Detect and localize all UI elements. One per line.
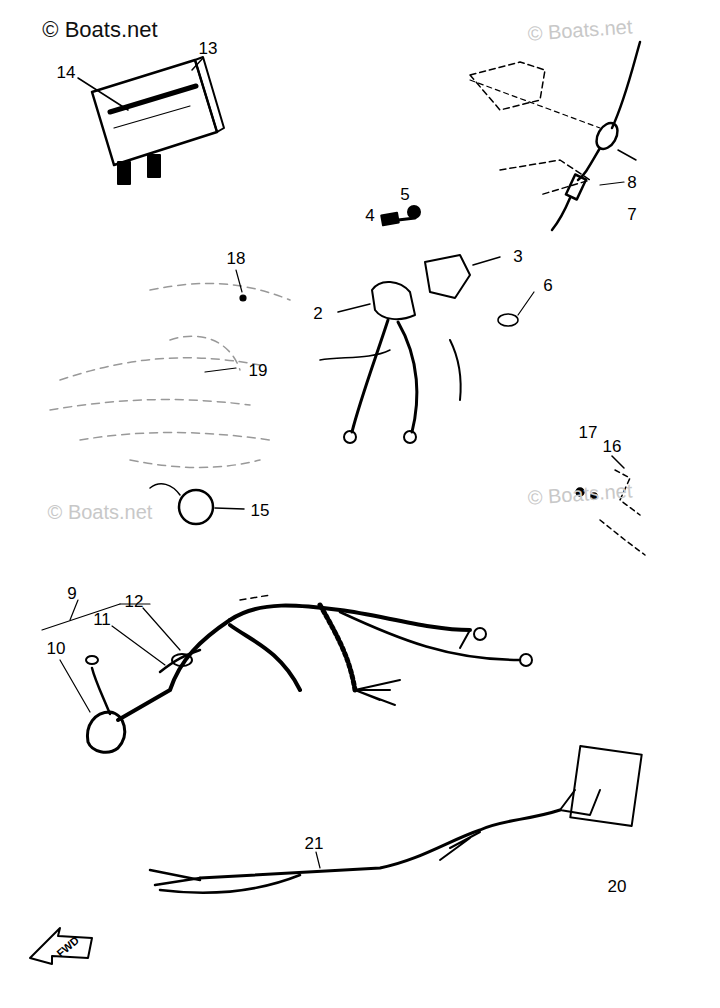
- grommet: [150, 484, 244, 524]
- callout-number: 10: [47, 640, 66, 657]
- direction-label: FWD: [55, 935, 81, 960]
- lead-wire: [150, 746, 642, 893]
- harness-leaders: [42, 600, 180, 712]
- callout-number: 3: [513, 248, 522, 265]
- callout-number: 21: [305, 835, 324, 852]
- callout-number: 12: [125, 593, 144, 610]
- callout-number: 6: [543, 277, 552, 294]
- pulser-lead: [470, 42, 640, 230]
- callout-number: 14: [57, 64, 76, 81]
- callout-number: 4: [365, 207, 374, 224]
- engine-outline: [50, 283, 290, 467]
- watermark: © Boats.net: [527, 16, 633, 43]
- callout-number: 18: [227, 250, 246, 267]
- callout-number: 9: [67, 585, 76, 602]
- watermark: © Boats.net: [48, 502, 153, 522]
- callout-number: 20: [608, 878, 627, 895]
- rectifier-regulator: [78, 57, 224, 184]
- watermark: © Boats.net: [42, 19, 157, 41]
- callout-number: 7: [627, 206, 636, 223]
- callout-number: 13: [199, 40, 218, 57]
- callout-number: 19: [249, 362, 268, 379]
- callout-number: 11: [93, 611, 111, 628]
- callout-number: 16: [603, 438, 622, 455]
- clamp-and-bracket: [320, 206, 534, 443]
- screws: [576, 456, 645, 555]
- engine-leaders: [205, 270, 246, 372]
- callout-number: 2: [313, 305, 322, 322]
- callout-number: 8: [627, 174, 636, 191]
- watermark: © Boats.net: [527, 480, 633, 507]
- callout-number: 15: [251, 502, 270, 519]
- wire-harness: [86, 595, 532, 752]
- callout-number: 17: [579, 424, 598, 441]
- forward-arrow: [30, 928, 92, 964]
- callout-number: 5: [400, 186, 409, 203]
